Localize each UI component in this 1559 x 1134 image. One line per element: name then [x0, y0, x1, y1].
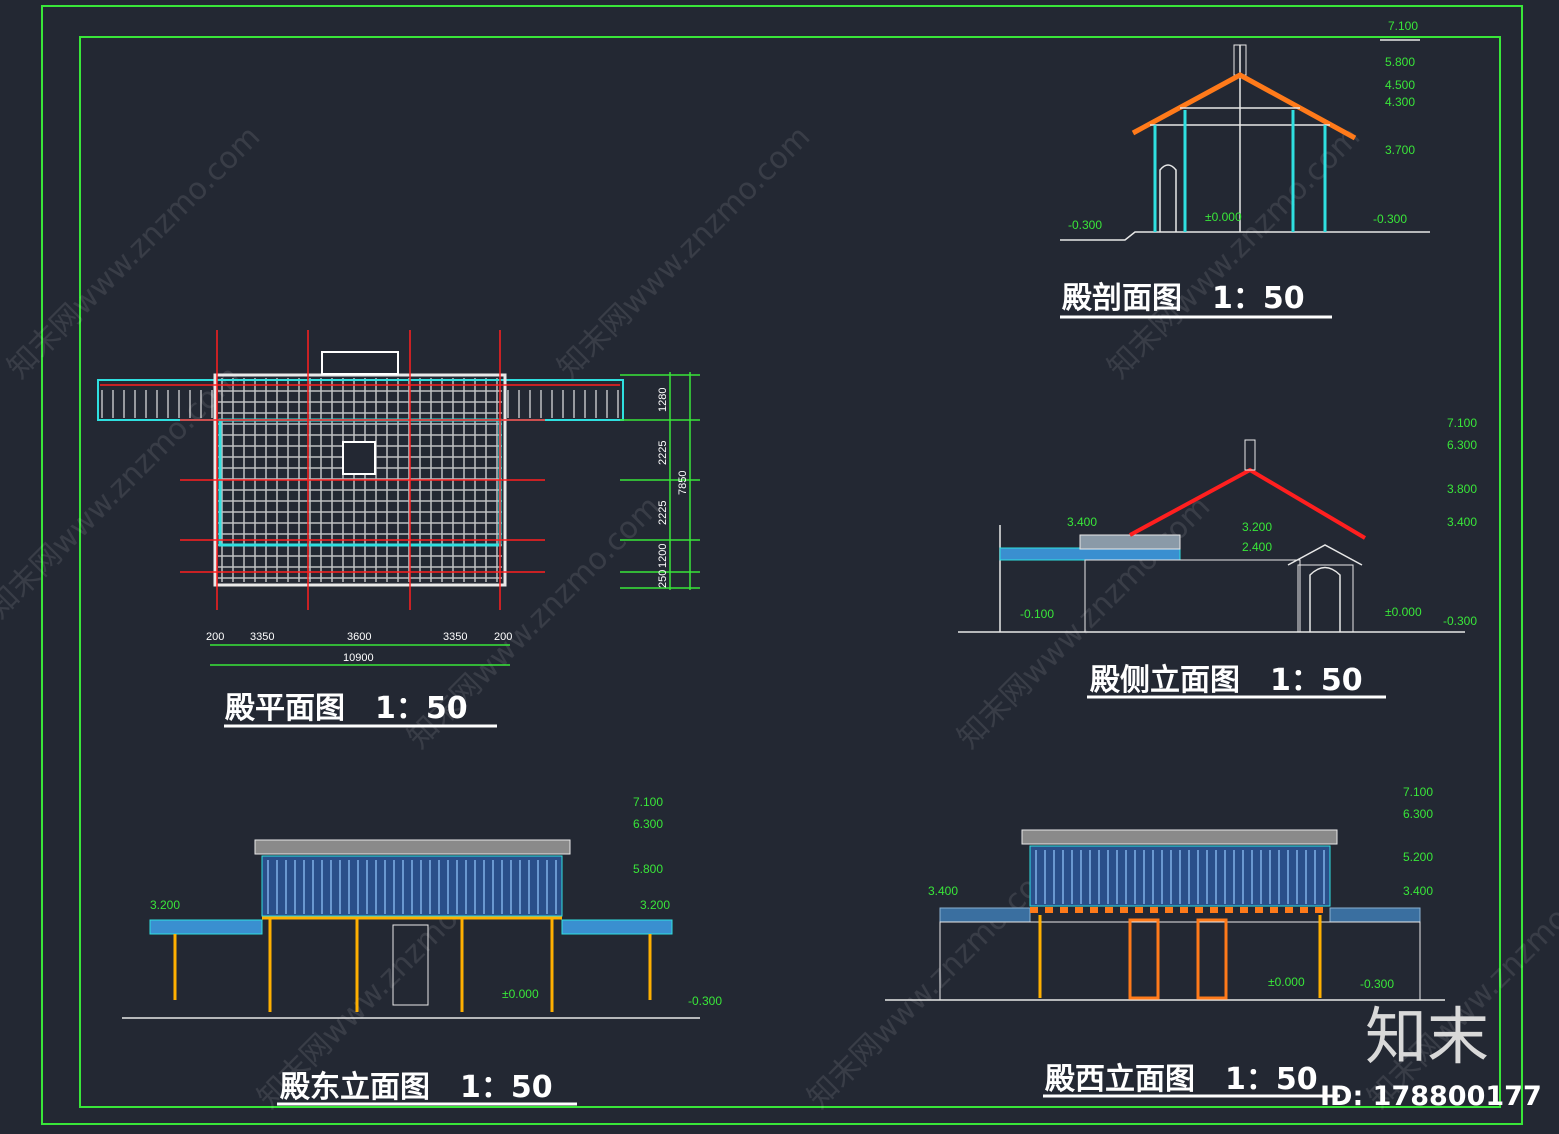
- level-label: 3.400: [1447, 515, 1477, 529]
- level-label: 3.400: [1403, 884, 1433, 898]
- level-label: 3.400: [928, 884, 958, 898]
- east-elevation-drawing: 3.200 3.200 ±0.000 -0.300 7.100 6.300 5.…: [122, 795, 722, 1106]
- roof: [1131, 72, 1357, 141]
- level-label: 5.200: [1403, 850, 1433, 864]
- level-label: 3.200: [150, 898, 180, 912]
- section-drawing: 7.100 5.800 4.500 4.300 3.700 -0.300 ±0.…: [1060, 19, 1430, 319]
- level-label: 7.100: [1403, 785, 1433, 799]
- dimension-label: 3350: [250, 631, 274, 643]
- watermark: 知末网www.znzmo.com: [1101, 119, 1367, 385]
- level-label: 5.800: [1385, 55, 1415, 69]
- watermark: 知末网www.znzmo.com: [551, 119, 817, 385]
- dimension-label: 7850: [677, 471, 689, 495]
- plan-drawing: 200 3350 3600 3350 200 10900 1280 2225 2…: [97, 330, 700, 728]
- dimension-label: 2225: [657, 501, 669, 525]
- level-label: -0.300: [1360, 977, 1394, 991]
- level-label: 4.300: [1385, 95, 1415, 109]
- level-label: -0.300: [1068, 218, 1102, 232]
- level-label: ±0.000: [1205, 210, 1242, 224]
- level-label: 6.300: [1403, 807, 1433, 821]
- dimension-label: 10900: [343, 652, 374, 664]
- level-label: -0.300: [1443, 614, 1477, 628]
- watermark: 知末网www.znzmo.com: [1, 119, 267, 385]
- dimension-label: 1280: [657, 388, 669, 412]
- level-label: ±0.000: [1268, 975, 1305, 989]
- level-label: 6.300: [633, 817, 663, 831]
- dimension-label: 1200: [657, 544, 669, 568]
- level-label: 6.300: [1447, 438, 1477, 452]
- watermark-layer: 知末网www.znzmo.com 知末网www.znzmo.com 知末网www…: [0, 119, 1559, 1115]
- outer-frame: [41, 5, 1523, 1125]
- level-label: 3.400: [1067, 515, 1097, 529]
- dimension-label: 250: [657, 570, 669, 588]
- dimension-label: 200: [206, 631, 224, 643]
- dimension-label: 200: [494, 631, 512, 643]
- level-label: ±0.000: [502, 987, 539, 1001]
- level-label: ±0.000: [1385, 605, 1422, 619]
- level-label: 3.700: [1385, 143, 1415, 157]
- west-elevation-drawing: 3.400 3.400 ±0.000 -0.300 7.100 6.300 5.…: [885, 785, 1445, 1098]
- level-label: 3.200: [640, 898, 670, 912]
- brand-logo: 知末: [1365, 1000, 1489, 1073]
- dimension-label: 3600: [347, 631, 371, 643]
- level-label: 2.400: [1242, 540, 1272, 554]
- watermark: 知末网www.znzmo.com: [951, 489, 1217, 755]
- level-label: 3.800: [1447, 482, 1477, 496]
- side-elevation-drawing: 3.400 3.200 2.400 -0.100 ±0.000 -0.300 7…: [958, 416, 1477, 699]
- level-label: -0.100: [1020, 607, 1054, 621]
- level-label: 5.800: [633, 862, 663, 876]
- inner-frame: [79, 36, 1501, 1108]
- level-label: 7.100: [633, 795, 663, 809]
- dimension-label: 2225: [657, 441, 669, 465]
- level-label: 7.100: [1388, 19, 1418, 33]
- dimension-label: 3350: [443, 631, 467, 643]
- level-label: -0.300: [688, 994, 722, 1008]
- level-label: 7.100: [1447, 416, 1477, 430]
- level-label: 3.200: [1242, 520, 1272, 534]
- ground-line: [1060, 231, 1430, 241]
- level-label: 4.500: [1385, 78, 1415, 92]
- id-label: ID: 178800177: [1320, 1081, 1542, 1112]
- level-label: -0.300: [1373, 212, 1407, 226]
